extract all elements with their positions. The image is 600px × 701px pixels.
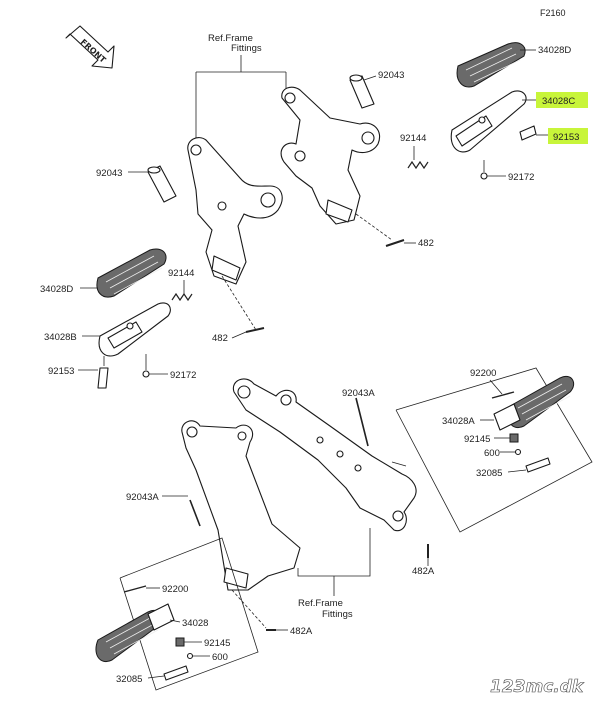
ref-frame-bottom-line2: Fittings xyxy=(322,609,353,620)
label-92153-left: 92153 xyxy=(48,366,74,377)
pin-92043-left xyxy=(147,165,177,203)
label-92144-right: 92144 xyxy=(400,133,426,144)
plate-32085-right xyxy=(525,457,551,473)
label-92144-left: 92144 xyxy=(168,268,194,279)
label-92200-right: 92200 xyxy=(470,368,496,379)
screw-92172-right xyxy=(480,160,488,180)
label-482-right: 482 xyxy=(418,238,434,249)
rear-right-bracket xyxy=(232,378,417,532)
label-600-left: 600 xyxy=(212,652,228,663)
label-92200-left: 92200 xyxy=(162,584,188,595)
label-34028D-left: 34028D xyxy=(40,284,73,295)
bolt-92153-left xyxy=(97,356,109,389)
rear-left-bracket xyxy=(181,420,301,591)
frame-left-rear xyxy=(119,537,259,691)
footpeg-34028 xyxy=(95,603,175,662)
footpeg-34028A xyxy=(493,376,575,431)
frame-right-rear xyxy=(395,367,593,533)
spring-92144-right xyxy=(407,160,429,170)
label-92043A-left: 92043A xyxy=(126,492,159,503)
pin-92200-left xyxy=(123,585,147,593)
front-arrow-icon: FRONT xyxy=(65,25,115,69)
label-92043-left: 92043 xyxy=(96,168,122,179)
ball-600-right xyxy=(514,448,522,456)
screw-92172-left xyxy=(142,354,150,378)
label-92145-left: 92145 xyxy=(204,638,230,649)
ball-600-left xyxy=(186,652,194,660)
label-34028B: 34028B xyxy=(44,332,77,343)
ref-frame-top-line1: Ref.Frame xyxy=(208,33,253,44)
footpeg-34028B xyxy=(98,302,171,357)
label-92145-right: 92145 xyxy=(464,434,490,445)
bolt-92153-right xyxy=(519,125,537,141)
left-upper-bracket xyxy=(187,137,283,285)
diagram-code: F2160 xyxy=(540,8,566,18)
ref-frame-bottom-line1: Ref.Frame xyxy=(298,598,343,609)
highlight-92153 xyxy=(548,128,588,144)
pin-92043A-left xyxy=(189,499,201,527)
footpeg-34028C xyxy=(450,90,527,153)
label-34028C: 34028C xyxy=(542,96,575,107)
pin-92043-right xyxy=(349,74,375,109)
label-92153-right: 92153 xyxy=(553,132,579,143)
label-34028D-top: 34028D xyxy=(538,45,571,56)
label-600-right: 600 xyxy=(484,448,500,459)
label-92172-right: 92172 xyxy=(508,172,534,183)
spring-92144-left xyxy=(171,292,193,302)
label-34028: 34028 xyxy=(182,618,208,629)
pin-482-right xyxy=(385,239,405,247)
label-482A-left: 482A xyxy=(290,626,313,637)
watermark: 123mc.dk xyxy=(490,677,585,697)
spring-92145-left xyxy=(175,637,185,647)
label-92043-top: 92043 xyxy=(378,70,404,81)
spring-92145-right xyxy=(509,433,519,443)
label-34028A: 34028A xyxy=(442,416,475,427)
label-482A-right: 482A xyxy=(412,566,435,577)
label-32085-right: 32085 xyxy=(476,468,502,479)
rubber-34028D-left xyxy=(96,248,167,298)
label-32085-left: 32085 xyxy=(116,674,142,685)
label-482-left: 482 xyxy=(212,333,228,344)
pin-92043A-mid xyxy=(355,397,369,447)
label-92172-left: 92172 xyxy=(170,370,196,381)
label-92043A-mid: 92043A xyxy=(342,388,375,399)
plate-32085-left xyxy=(163,665,189,681)
ref-frame-top-line2: Fittings xyxy=(231,43,262,54)
right-upper-bracket xyxy=(280,86,380,225)
pin-92200-right xyxy=(491,391,515,399)
rubber-34028D-top xyxy=(456,42,526,88)
highlight-34028C xyxy=(536,92,588,108)
pin-482-left xyxy=(245,327,265,333)
